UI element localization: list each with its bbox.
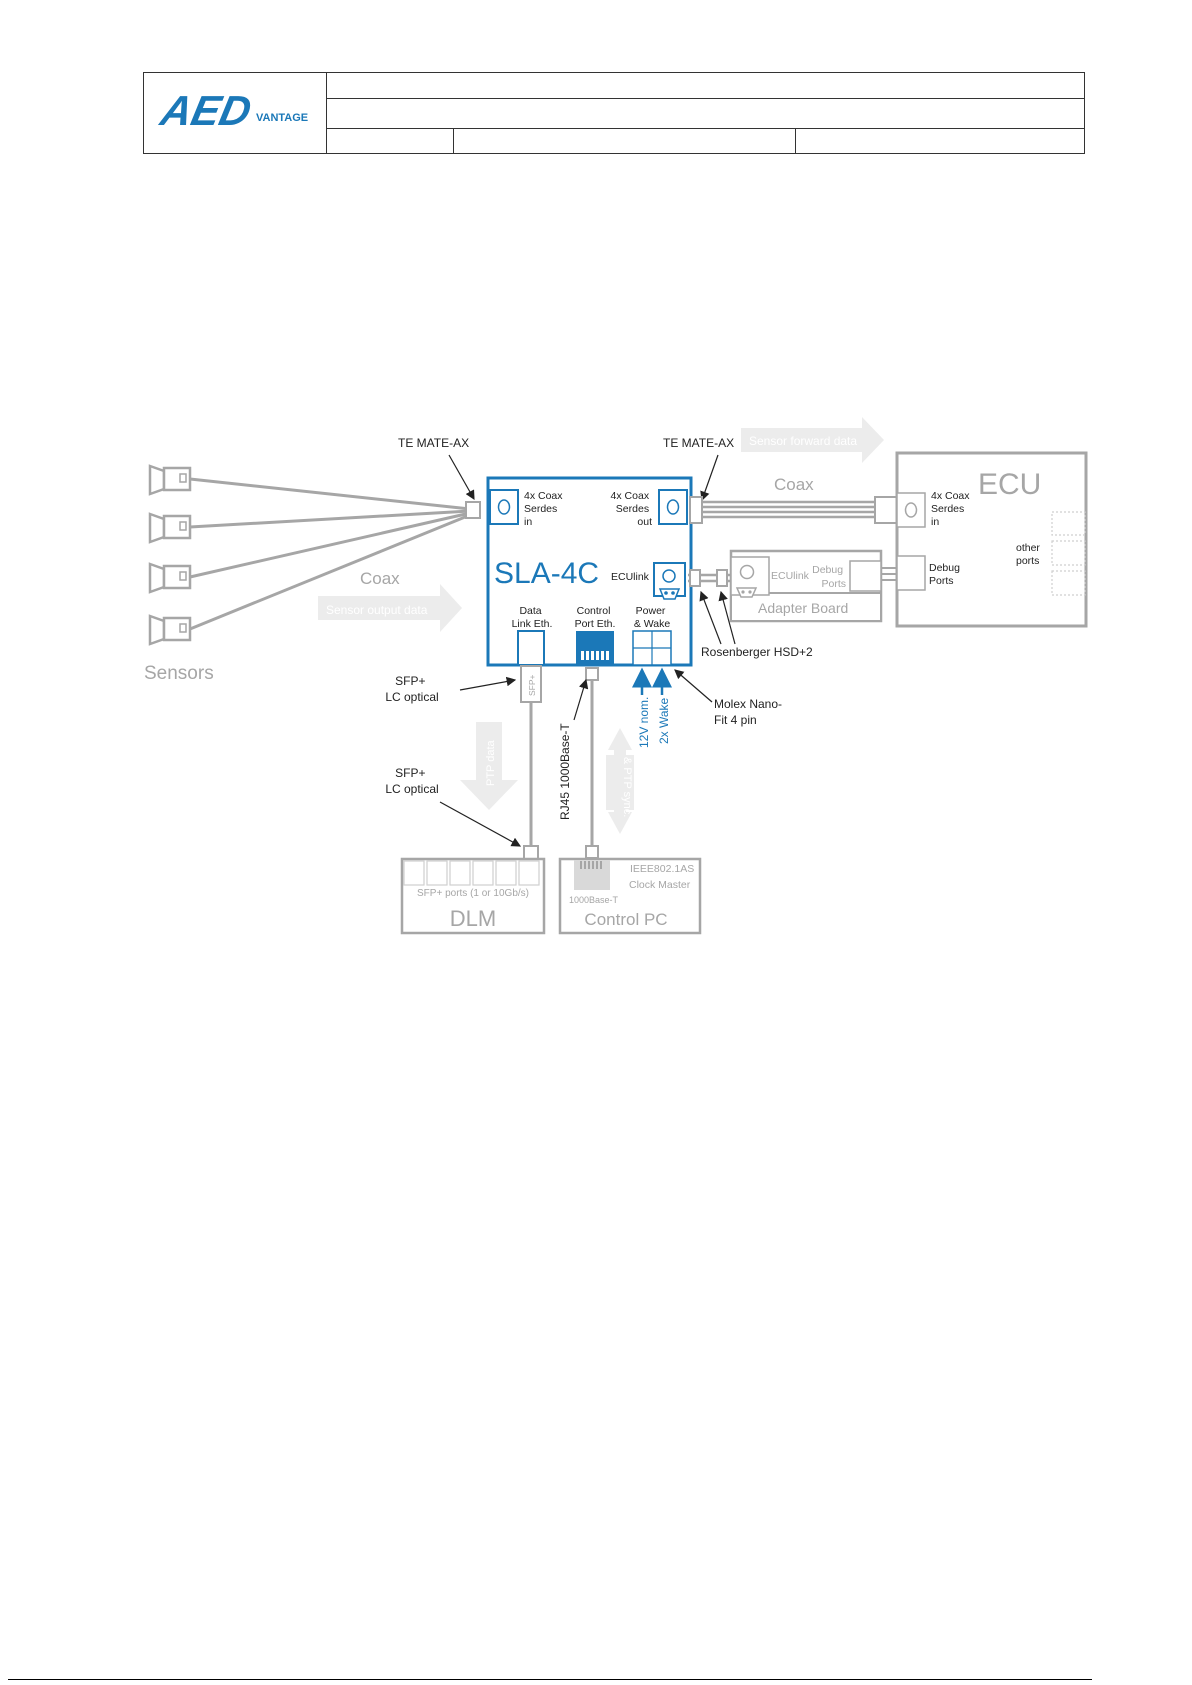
dlm-ports-label: SFP+ ports (1 or 10Gb/s) <box>417 888 529 899</box>
sla-data-link-label: Data Link Eth. <box>512 605 553 630</box>
company-logo: AED VANTAGE <box>144 73 327 153</box>
sla-4c-box: 4x Coax Serdes in 4x Coax Serdes out SLA… <box>486 476 693 667</box>
te-mate-left-label: TE MATE-AX <box>398 436 469 450</box>
header-row-1 <box>327 73 1084 99</box>
sla-ecu-link-label: ECUlink <box>611 571 650 583</box>
coax-left-label: Coax <box>360 569 400 588</box>
page-footer-line <box>8 1679 1092 1680</box>
logo-graphic: AED VANTAGE <box>156 87 308 133</box>
power-arrows: 12V nom. 2x Wake <box>632 667 672 748</box>
adapter-ecu-link-label: ECUlink <box>771 570 810 582</box>
header-cell-divider <box>453 128 454 153</box>
rj45-cable <box>585 667 599 859</box>
sensor-group <box>148 464 192 646</box>
sla-control-port-label: Control Port Eth. <box>575 605 616 630</box>
ecu-other-port-slots <box>1051 511 1086 596</box>
logo-sub-text: VANTAGE <box>256 112 308 124</box>
power-12v-label: 12V nom. <box>637 697 651 748</box>
sensor-3 <box>148 562 192 594</box>
adapter-title: Adapter Board <box>758 600 848 616</box>
dlm-sfp-ports <box>403 860 540 886</box>
te-mate-connector-left <box>465 501 481 519</box>
control-pc-port-label: 1000Base-T <box>569 895 619 905</box>
sla-title: SLA-4C <box>494 557 599 590</box>
svg-text:Sensor output data: Sensor output data <box>326 603 428 617</box>
svg-text:Sensor forward data: Sensor forward data <box>749 434 857 448</box>
svg-text:PTP data: PTP data <box>485 739 497 786</box>
header-row-2 <box>327 98 1084 129</box>
sfp-bottom-label: SFP+ LC optical <box>385 766 438 796</box>
document-header: AED VANTAGE <box>143 72 1085 154</box>
dlm-title: DLM <box>450 906 496 931</box>
sensors-label: Sensors <box>144 663 214 684</box>
sla-coax-out-label: 4x Coax Serdes out <box>611 490 653 528</box>
ecu-debug-ports-label: Debug Ports <box>929 562 963 587</box>
sensor-output-arrow: Sensor output data <box>318 584 462 632</box>
header-cell-divider <box>795 128 796 153</box>
sfp-top-label: SFP+ LC optical <box>385 674 438 704</box>
dlm-box: SFP+ ports (1 or 10Gb/s) DLM <box>400 857 546 935</box>
rj45-label: RJ45 1000Base-T <box>558 723 572 820</box>
sfp-tag: SFP+ <box>527 674 537 696</box>
rosenberger-label: Rosenberger HSD+2 <box>701 645 813 659</box>
sla-coax-in-label: 4x Coax Serdes in <box>524 490 565 528</box>
ecu-coax-in-label: 4x Coax Serdes in <box>931 490 972 528</box>
sensor-forward-arrow: Sensor forward data <box>741 417 884 463</box>
control-pc-clock-label: IEEE802.1AS Clock Master <box>629 863 697 891</box>
ecu-box: ECU 4x Coax Serdes in Debug Ports other … <box>895 451 1088 628</box>
wake-label: 2x Wake <box>657 697 671 744</box>
molex-label: Molex Nano- Fit 4 pin <box>714 697 785 727</box>
control-pc-box: IEEE802.1AS Clock Master 1000Base-T Cont… <box>558 857 702 935</box>
sensor-1 <box>148 464 192 496</box>
logo-main-text: AED <box>156 87 256 133</box>
ptp-data-arrow: PTP data <box>460 722 518 810</box>
ecu-other-ports-label: other ports <box>1016 542 1043 567</box>
adapter-board: Adapter Board ECUlink Debug Ports <box>729 549 883 623</box>
sensor-4 <box>148 614 192 646</box>
adapter-debug-ports-label: Debug Ports <box>812 564 846 590</box>
debug-cables <box>881 567 897 581</box>
ecu-title: ECU <box>978 468 1041 501</box>
sla-power-wake-label: Power & Wake <box>634 605 671 630</box>
sfp-cable: SFP+ <box>520 665 542 861</box>
te-mate-right-label: TE MATE-AX <box>663 436 734 450</box>
coax-bundle-to-ecu <box>700 500 878 519</box>
control-data-arrow: Control data & PTP sync. <box>606 728 645 834</box>
svg-text:Control data & PTP sync.: Control data & PTP sync. <box>621 757 645 820</box>
sensor-coax-cables <box>189 477 471 631</box>
coax-top-label: Coax <box>774 475 814 494</box>
sensor-2 <box>148 512 192 544</box>
control-pc-title: Control PC <box>584 910 667 929</box>
